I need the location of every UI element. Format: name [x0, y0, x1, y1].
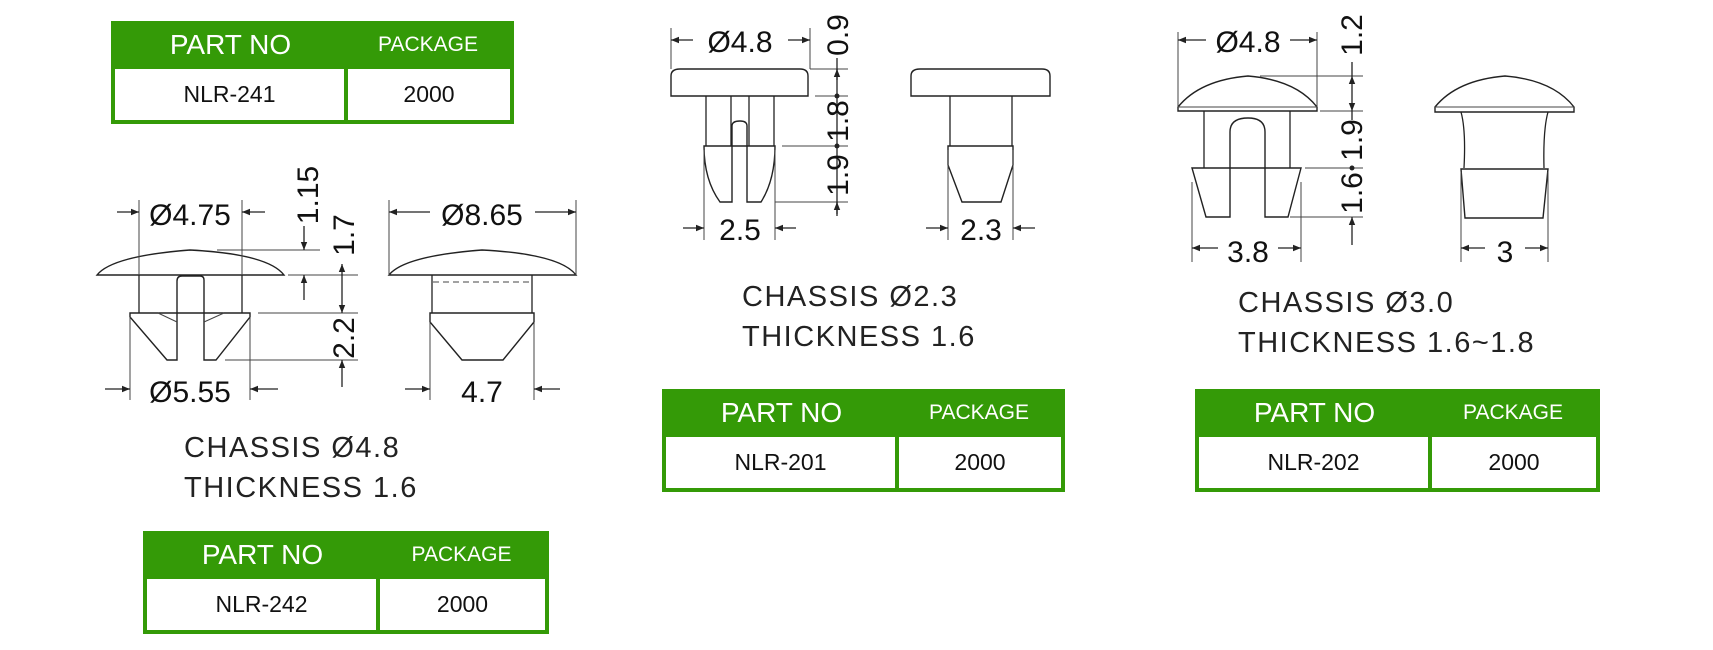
dim-head: Ø4.8	[707, 26, 772, 59]
cell-part-no: NLR-201	[666, 437, 895, 488]
chassis-text: CHASSIS Ø3.0	[1238, 287, 1455, 319]
dim-side-base: 2.3	[960, 214, 1002, 247]
dim-side-base: 4.7	[461, 376, 503, 409]
thickness-text: THICKNESS 1.6	[184, 472, 418, 504]
header-package: PACKAGE	[929, 401, 1029, 424]
dim-head-diameter: Ø4.75	[149, 199, 231, 232]
cell-package: 2000	[380, 579, 545, 630]
drawing-nlr-201-side: 2.3	[910, 68, 1051, 247]
cell-part-no: NLR-202	[1199, 437, 1428, 488]
dim-barb-diameter: Ø5.55	[149, 376, 231, 409]
header-package: PACKAGE	[378, 33, 478, 56]
dim-base: 3.8	[1227, 236, 1269, 269]
header-part-no: PART NO	[720, 397, 843, 428]
dim-h2: 1.8	[822, 100, 855, 142]
header-part-no: PART NO	[169, 29, 292, 60]
cell-part-no: NLR-242	[147, 579, 376, 630]
dim-base: 2.5	[719, 214, 761, 247]
drawing-nlr-24x-front: Ø4.75 Ø5.55 1.15 1.7 2.2	[95, 166, 361, 409]
dim-h3: 1.9	[822, 154, 855, 196]
header-part-no: PART NO	[201, 539, 324, 570]
dim-h2: 1.7	[328, 214, 361, 256]
header-package: PACKAGE	[411, 543, 512, 566]
cell-package: 2000	[899, 437, 1061, 488]
cell-package: 2000	[348, 69, 510, 120]
thickness-text: THICKNESS 1.6	[742, 321, 976, 353]
dim-h1: 1.15	[292, 166, 325, 224]
cell-part-no: NLR-241	[115, 69, 344, 120]
header-package: PACKAGE	[1463, 401, 1563, 424]
drawing-nlr-201-front: Ø4.8 2.5 0.9 1.8 1.9	[670, 14, 855, 247]
drawing-nlr-202-front: Ø4.8 3.8 1.2 1.9 1.6	[1177, 14, 1369, 269]
drawing-nlr-24x-side: Ø8.65 4.7	[387, 199, 578, 409]
dim-h3: 2.2	[328, 317, 361, 359]
chassis-note-nlr-24x: CHASSIS Ø4.8 THICKNESS 1.6	[184, 428, 418, 508]
dim-h1: 0.9	[822, 14, 855, 56]
dim-head: Ø4.8	[1215, 26, 1280, 59]
thickness-text: THICKNESS 1.6~1.8	[1238, 327, 1536, 359]
chassis-note-nlr-202: CHASSIS Ø3.0 THICKNESS 1.6~1.8	[1238, 283, 1535, 363]
chassis-text: CHASSIS Ø2.3	[742, 281, 959, 313]
dim-h3: 1.6	[1336, 172, 1369, 214]
dim-side-base: 3	[1497, 236, 1514, 269]
chassis-note-nlr-201: CHASSIS Ø2.3 THICKNESS 1.6	[742, 277, 976, 357]
dim-h2: 1.9	[1336, 119, 1369, 161]
cell-package: 2000	[1432, 437, 1596, 488]
chassis-text: CHASSIS Ø4.8	[184, 432, 401, 464]
dim-side-head: Ø8.65	[441, 199, 523, 232]
header-part-no: PART NO	[1253, 397, 1376, 428]
drawing-nlr-202-side: 3	[1434, 75, 1575, 269]
dim-h1: 1.2	[1336, 14, 1369, 56]
